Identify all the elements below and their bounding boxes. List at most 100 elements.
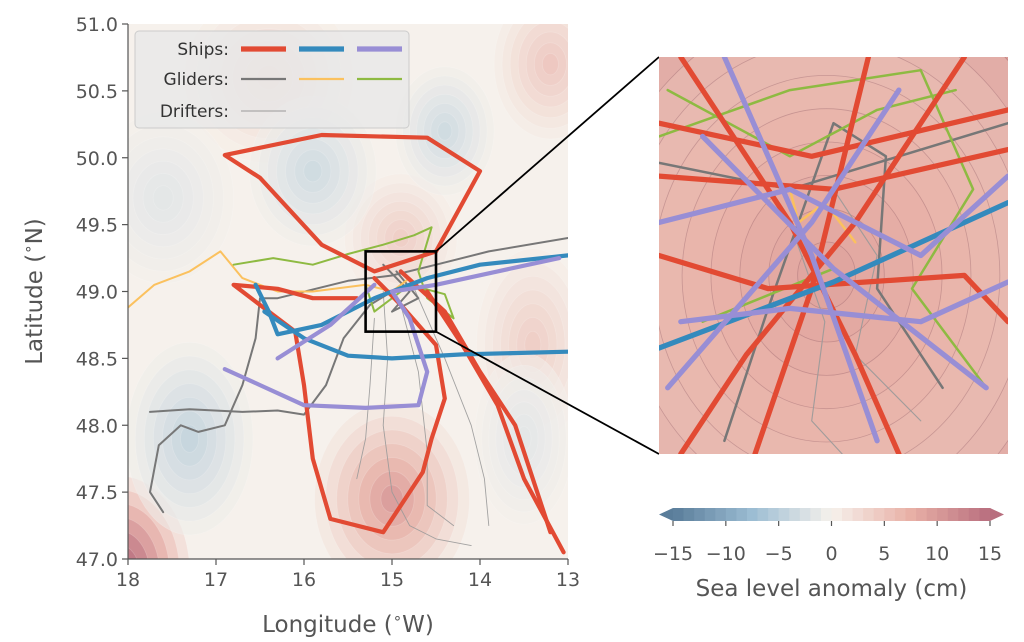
y-tick-label: 50.0 — [76, 148, 118, 170]
x-tick-label: 13 — [556, 569, 580, 591]
colorbar-tick-label: 10 — [925, 543, 949, 565]
colorbar-segment — [810, 508, 822, 521]
y-tick-label: 49.5 — [76, 215, 118, 237]
sla-contour — [180, 424, 200, 453]
sla-feature — [493, 24, 568, 140]
colorbar-segment — [820, 508, 832, 521]
drifter-track — [356, 317, 375, 480]
colorbar-segment — [863, 508, 875, 521]
colorbar-segment — [704, 508, 716, 521]
colorbar-segment — [947, 508, 959, 521]
colorbar-tick-label: 15 — [978, 543, 1002, 565]
colorbar-segment — [958, 508, 970, 521]
y-tick-label: 47.5 — [76, 482, 118, 504]
colorbar-tick-label: −5 — [765, 543, 793, 565]
glider-track — [723, 121, 944, 443]
ship-track — [659, 173, 1008, 259]
colorbar-segment — [937, 508, 949, 521]
colorbar-segment — [725, 508, 737, 521]
y-tick-label: 48.0 — [76, 415, 118, 437]
x-tick-label: 17 — [204, 569, 228, 591]
y-tick-label: 48.5 — [76, 348, 118, 370]
colorbar-segment — [979, 508, 991, 521]
colorbar-segment — [789, 508, 801, 521]
glider-track — [666, 88, 957, 158]
ship-track — [659, 252, 1008, 325]
colorbar-segment — [768, 508, 780, 521]
colorbar-tick-label: 5 — [878, 543, 890, 565]
ship-track — [275, 282, 377, 361]
colorbar-segment — [715, 508, 727, 521]
colorbar-segment — [905, 508, 917, 521]
sla-field — [128, 24, 568, 559]
y-tick-label: 49.0 — [76, 282, 118, 304]
sla-feature — [128, 111, 234, 284]
colorbar-segment — [916, 508, 927, 521]
colorbar-segment — [831, 508, 843, 521]
inset-box — [364, 250, 438, 333]
inset-sla-contour — [739, 174, 914, 376]
glider-track — [149, 290, 393, 416]
legend-label-drifters: Drifters: — [160, 102, 229, 122]
connector-line-bottom — [435, 330, 660, 455]
colorbar-title: Sea level anomaly (cm) — [696, 576, 968, 602]
ship-track — [665, 87, 902, 391]
y-tick-label: 51.0 — [76, 14, 118, 36]
x-tick-label: 15 — [380, 569, 404, 591]
colorbar-segment — [757, 508, 769, 521]
colorbar-segment — [778, 508, 790, 521]
colorbar-tick-label: −10 — [706, 543, 746, 565]
colorbar-segment — [683, 508, 695, 521]
colorbar-segment — [673, 508, 684, 521]
colorbar-tick-label: −15 — [653, 543, 693, 565]
sla-contour — [128, 547, 138, 559]
x-tick-label: 18 — [116, 569, 140, 591]
glider-track — [128, 250, 411, 309]
sla-contour — [392, 228, 410, 248]
colorbar-tick-label: 0 — [825, 543, 837, 565]
sla-contour — [437, 121, 453, 141]
colorbar-extend-high — [990, 508, 1004, 521]
colorbar-segment — [852, 508, 864, 521]
ship-track — [678, 57, 968, 454]
sla-feature — [474, 352, 568, 525]
colorbar-segment — [746, 508, 758, 521]
colorbar-segment — [968, 508, 980, 521]
sla-feature — [395, 66, 495, 196]
colorbar-segment — [926, 508, 938, 521]
x-axis-label: Longitude (∘W) — [262, 609, 434, 638]
colorbar-segment — [894, 508, 906, 521]
colorbar-segment — [873, 508, 885, 521]
main-map: 18 17 16 15 14 13 47.0 47.5 48.0 48.5 49.0 49.5 50.0… — [19, 14, 580, 638]
sla-contour — [152, 185, 174, 211]
ship-track — [659, 107, 1008, 159]
inset-map — [659, 57, 1008, 454]
sla-contour — [541, 53, 559, 76]
glider-track — [788, 188, 857, 244]
legend-label-gliders: Gliders: — [164, 70, 229, 90]
colorbar-segment — [842, 508, 854, 521]
colorbar-segment — [799, 508, 811, 521]
legend: Ships:Gliders:Drifters: — [134, 30, 410, 129]
colorbar-segment — [884, 508, 896, 521]
colorbar-segment — [694, 508, 706, 521]
x-tick-label: 14 — [468, 569, 492, 591]
ship-track — [425, 289, 566, 555]
y-tick-label: 50.5 — [76, 81, 118, 103]
colorbar-segment — [736, 508, 748, 521]
ship-track — [262, 309, 568, 361]
x-tick-label: 16 — [292, 569, 316, 591]
colorbar-extend-low — [659, 508, 673, 521]
main-axes: 18 17 16 15 14 13 47.0 47.5 48.0 48.5 49.0 49.5 50.0… — [19, 14, 580, 638]
y-axis-label: Latitude (∘N) — [19, 218, 48, 365]
tracks-main — [128, 132, 568, 555]
connector-line-top — [435, 56, 660, 253]
ship-track — [222, 256, 562, 410]
glider-track — [149, 237, 568, 514]
y-tick-label: 47.0 — [76, 549, 118, 571]
sla-feature — [314, 402, 470, 559]
drifter-track — [789, 221, 843, 454]
ship-track — [678, 279, 1008, 325]
